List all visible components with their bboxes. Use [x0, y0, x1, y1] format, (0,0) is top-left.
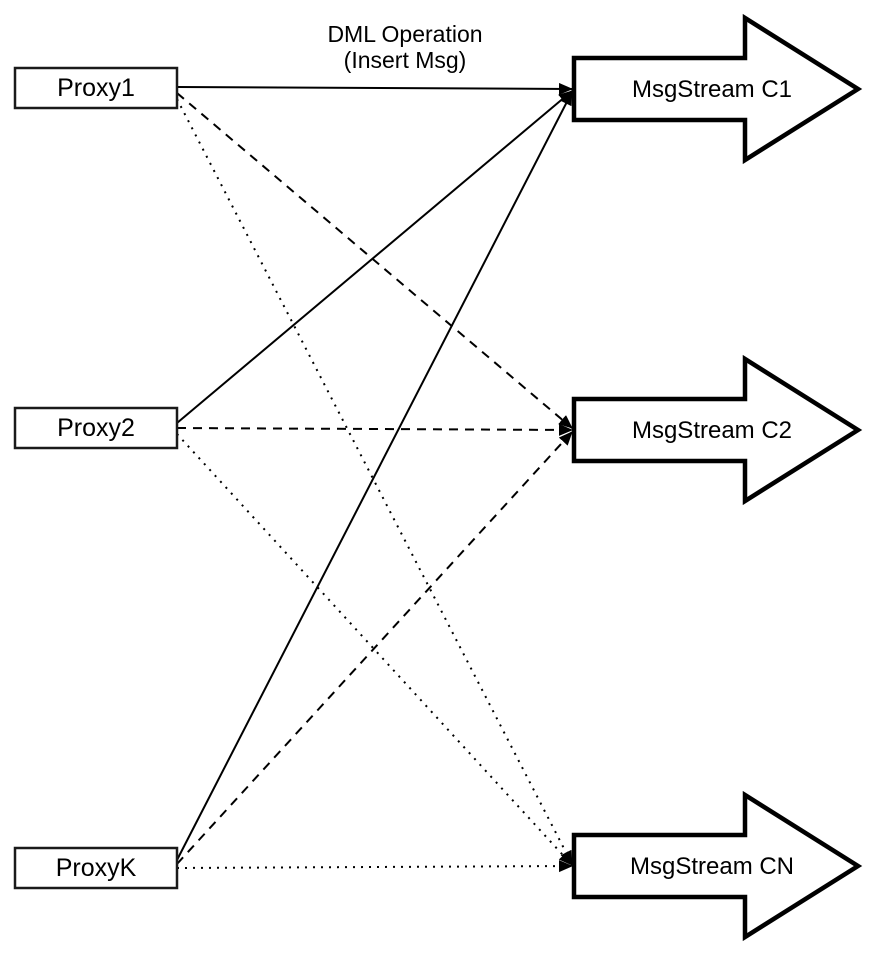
msgstream-c1-label: MsgStream C1: [632, 76, 792, 103]
msgstream-c2-arrow: [571, 354, 863, 506]
edge-proxy2-to-c1-solid: [176, 90, 573, 424]
msgstream-c1-node: MsgStream C1: [571, 13, 863, 165]
edge-proxy2-to-c2-dashed: [176, 423, 573, 436]
edges-group: [176, 82, 573, 873]
dml-operation-label: DML Operation (Insert Msg): [327, 21, 482, 73]
edge-proxy1-to-cn-dotted: [176, 98, 573, 865]
proxyk-label: ProxyK: [56, 854, 137, 882]
edge-proxy1-to-c2-dashed: [176, 92, 573, 429]
msgstream-cn-node: MsgStream CN: [571, 790, 863, 942]
proxyk-node: ProxyK: [13, 846, 179, 890]
proxy1-node: Proxy1: [13, 66, 179, 110]
proxyk-box: [13, 846, 179, 890]
dml-operation-label-line2: (Insert Msg): [344, 47, 467, 73]
msgstream-cn-arrow: [571, 790, 863, 942]
msgstream-c2-label: MsgStream C2: [632, 417, 792, 444]
proxy2-box: [13, 406, 179, 450]
proxy2-label: Proxy2: [57, 414, 135, 442]
proxy2-node: Proxy2: [13, 406, 179, 450]
proxy1-box: [13, 66, 179, 110]
edge-proxyk-to-c1-solid: [176, 91, 573, 861]
msgstream-c2-node: MsgStream C2: [571, 354, 863, 506]
edge-proxyk-to-c2-dashed: [176, 431, 573, 865]
edge-proxy2-to-cn-dotted: [176, 433, 573, 866]
edge-proxyk-to-cn-dotted: [176, 860, 573, 873]
dml-operation-label-line1: DML Operation: [327, 21, 482, 47]
msgstream-c1-arrow: [571, 13, 863, 165]
msgstream-cn-label: MsgStream CN: [630, 853, 794, 880]
edge-proxy1-to-c1-solid: [176, 82, 573, 95]
proxy1-label: Proxy1: [57, 74, 135, 102]
